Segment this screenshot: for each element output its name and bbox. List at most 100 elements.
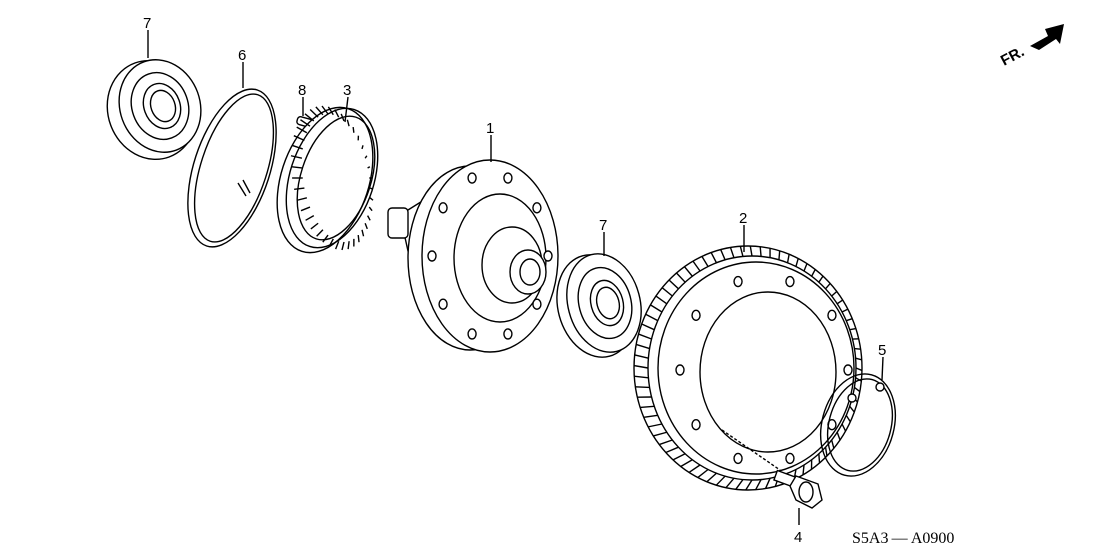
gear-tooth [853,386,861,393]
gear-tooth [855,357,862,361]
flange-bolt[interactable] [773,469,823,509]
front-label: FR. [998,43,1027,69]
gear-tooth [831,290,838,297]
reluctor-tooth [296,126,308,134]
gear-tooth [706,472,717,483]
gear-bolt-hole [785,275,795,288]
gear-tooth [818,275,824,283]
gear-tooth [658,439,673,446]
flange-bolt-hole [543,250,553,262]
reluctor-tooth [316,229,324,237]
callout-bearing-left: 7 [143,15,151,32]
callout-final-driven-gear: 2 [739,210,747,227]
gear-tooth [633,364,649,369]
reluctor-tooth [300,119,311,127]
reluctor-tooth [290,166,302,169]
gear-tooth [634,354,649,359]
flange-bolt-hole [503,328,513,340]
gear-tooth [675,272,686,283]
gear-bolt-hole [691,418,701,431]
gear-tooth [849,327,857,331]
gear-tooth [641,323,655,331]
gear-tooth [764,478,771,489]
reluctor-tooth [334,109,340,118]
reluctor-tooth [361,145,364,150]
reluctor-tooth [327,106,334,116]
gear-tooth [697,468,709,479]
reluctor-tooth [369,187,374,190]
gear-tooth [710,252,718,264]
front-arrow-icon [1030,24,1064,50]
gear-tooth [683,266,693,277]
gear-tooth [735,479,744,490]
reluctor-tooth [315,106,324,116]
flange-bolt-hole [467,172,477,184]
gear-tooth [836,299,844,305]
gear-bolt-hole [827,309,837,322]
gear-bolt-hole [691,309,701,322]
gear-tooth [634,375,649,379]
reluctor-tooth [305,215,315,221]
gear-bolt-hole [733,452,743,465]
gear-tooth [643,414,658,419]
reluctor-tooth [304,113,315,122]
gear-tooth [661,287,673,297]
gear-tooth [759,246,762,257]
gear-tooth [648,423,663,428]
snap-ring[interactable] [171,78,294,257]
gear-tooth [845,414,851,423]
gear-tooth [720,249,726,261]
reluctor-tooth [290,155,303,159]
gear-tooth [824,447,828,457]
gear-bolt-hole [785,452,795,465]
gear-tooth [786,254,790,263]
reluctor-ring[interactable] [260,95,394,265]
bearing-right[interactable] [546,245,652,366]
reluctor-tooth [368,206,373,212]
gear-tooth [795,258,799,267]
bearing-left[interactable] [94,48,214,172]
gear-tooth [655,295,668,305]
reluctor-tooth [300,206,311,212]
reluctor-tooth [291,144,303,150]
gear-tooth [830,439,835,449]
callout-differential-carrier: 1 [486,120,494,137]
flange-bolt-hole [503,172,513,184]
flange-bolt-hole [467,328,477,340]
gear-tooth [729,247,735,258]
circlip[interactable] [810,365,906,484]
gear-tooth [811,269,816,277]
reluctor-tooth [352,127,355,133]
gear-tooth [836,431,841,441]
gear-tooth [825,283,831,290]
gear-tooth [653,431,667,437]
gear-tooth [855,377,862,382]
flange-bolt-hole [532,202,542,214]
gear-tooth [802,464,805,475]
gear-bolt-hole [675,364,685,376]
reluctor-tooth [367,166,371,169]
reluctor-tooth [296,197,308,201]
final-driven-gear[interactable] [633,245,863,491]
reluctor-tooth [328,238,334,247]
gear-tooth [818,453,821,464]
gear-tooth [635,343,650,350]
gear-tooth [854,347,861,350]
gear-tooth [755,479,762,491]
reluctor-tooth [369,197,374,201]
gear-tooth-tip [633,245,863,491]
gear-tooth [778,250,781,260]
diagram-code: S5A3 — A0900 [852,530,954,547]
flange-bolt-hole [438,202,448,214]
callout-pin: 8 [298,82,306,99]
callout-bearing-right: 7 [599,217,607,234]
reluctor-tooth [364,155,368,159]
differential-carrier[interactable] [387,159,559,353]
reluctor-tooth [346,119,350,127]
gear-tooth [841,308,849,313]
front-direction-indicator: FR. [998,24,1064,70]
reluctor-tooth [340,113,345,122]
reluctor-tooth [322,234,329,243]
gear-tooth [715,475,726,486]
